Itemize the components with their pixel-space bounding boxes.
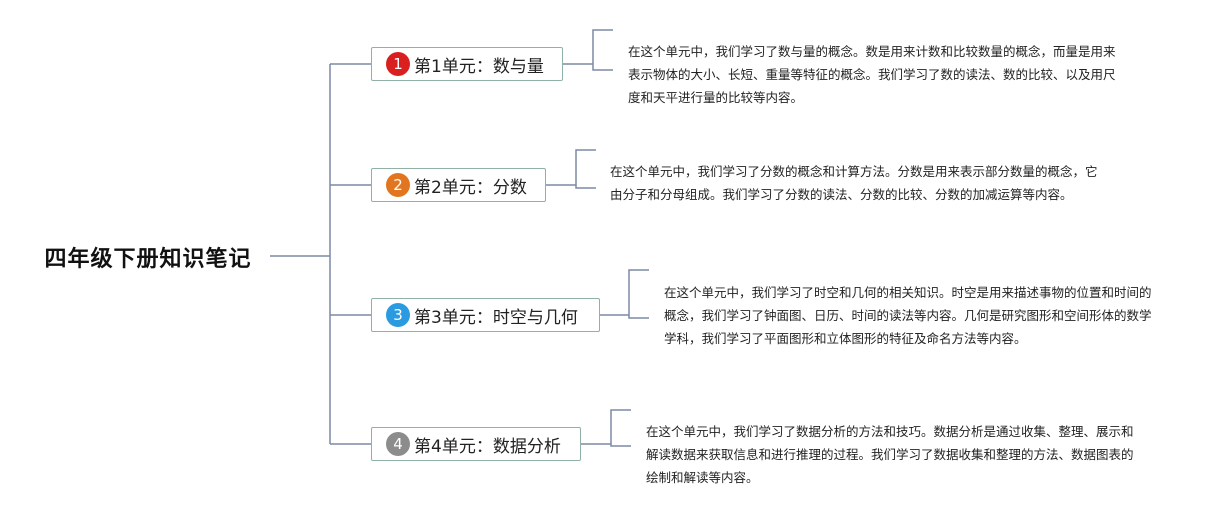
unit-1-description[interactable]: 在这个单元中，我们学习了数与量的概念。数是用来计数和比较数量的概念，而量是用来表… (628, 44, 1116, 105)
unit-2-node[interactable]: 2 第2单元：分数 (371, 168, 546, 202)
unit-3-bracket (628, 269, 649, 319)
unit-1-badge: 1 (386, 52, 410, 76)
unit-2-description[interactable]: 在这个单元中，我们学习了分数的概念和计算方法。分数是用来表示部分数量的概念，它由… (610, 164, 1098, 202)
unit-4-node[interactable]: 4 第4单元：数据分析 (371, 427, 581, 461)
unit-1-node[interactable]: 1 第1单元：数与量 (371, 47, 563, 81)
unit-2-label: 第2单元：分数 (414, 177, 527, 198)
unit-1-bracket (592, 29, 613, 71)
unit-3-badge: 3 (386, 303, 410, 327)
unit-4-description[interactable]: 在这个单元中，我们学习了数据分析的方法和技巧。数据分析是通过收集、整理、展示和解… (646, 424, 1134, 485)
unit-1-label: 第1单元：数与量 (414, 56, 544, 77)
unit-4-bracket (610, 409, 631, 447)
root-title: 四年级下册知识笔记 (44, 247, 252, 272)
unit-3-description[interactable]: 在这个单元中，我们学习了时空和几何的相关知识。时空是用来描述事物的位置和时间的概… (664, 285, 1152, 346)
unit-3-node[interactable]: 3 第3单元：时空与几何 (371, 298, 600, 332)
unit-4-badge: 4 (386, 432, 410, 456)
unit-2-bracket (575, 149, 596, 189)
unit-3-label: 第3单元：时空与几何 (414, 307, 578, 328)
root-topic[interactable]: 四年级下册知识笔记 (27, 236, 269, 278)
unit-2-badge: 2 (386, 173, 410, 197)
unit-4-label: 第4单元：数据分析 (414, 436, 561, 457)
